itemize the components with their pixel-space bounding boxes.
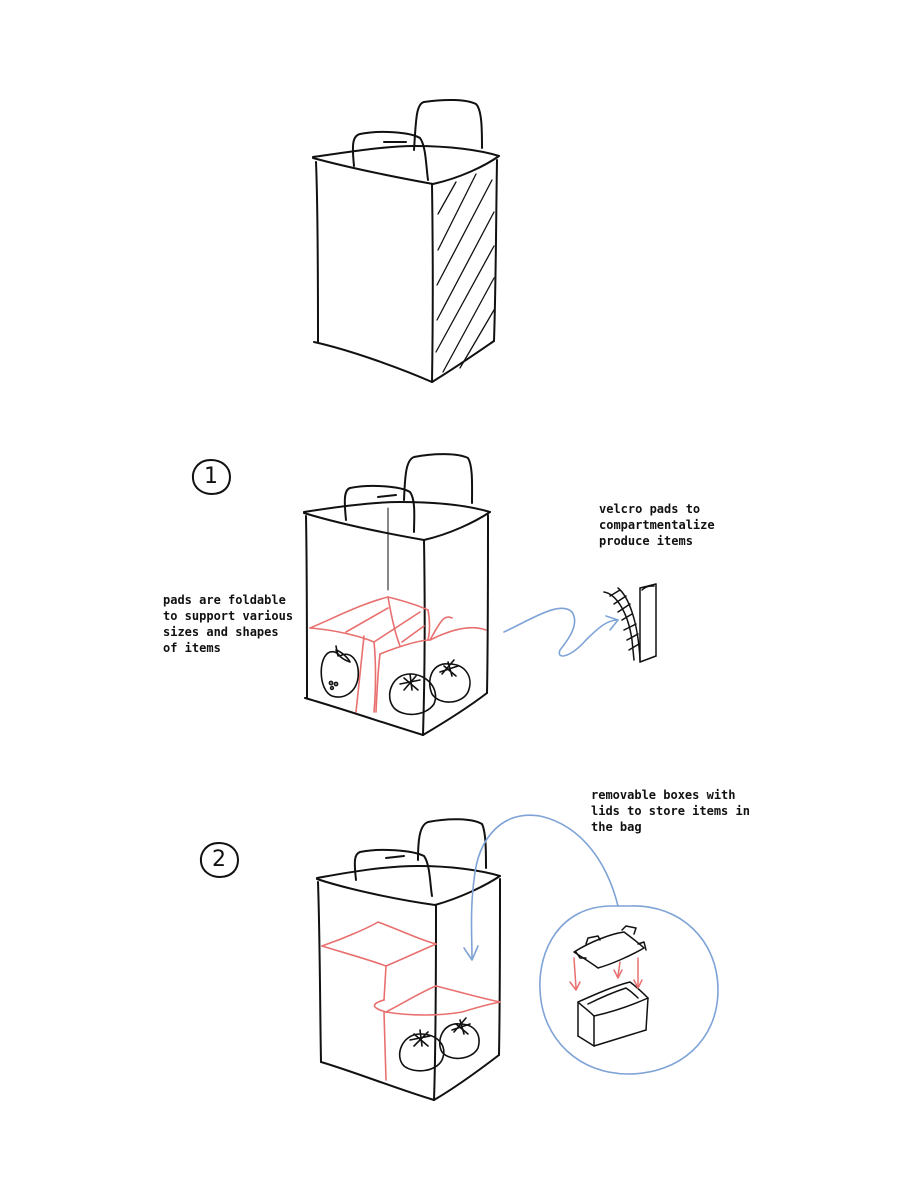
bag-side-hatching bbox=[436, 174, 494, 372]
removable-boxes-note: removable boxes with lids to store items… bbox=[591, 787, 750, 835]
tomato-icon bbox=[400, 1018, 479, 1071]
plain-bag bbox=[313, 100, 499, 382]
foldable-pads-note: pads are foldable to support various siz… bbox=[163, 592, 293, 656]
velcro-pads-note: velcro pads to compartmentalize produce … bbox=[599, 501, 715, 549]
bag-handle-back bbox=[414, 100, 482, 150]
compartment-shelves bbox=[322, 922, 500, 1080]
arrow-box-to-bag bbox=[464, 815, 618, 960]
velcro-pad-icon bbox=[604, 584, 656, 662]
lid-arrows bbox=[570, 958, 642, 990]
tomato-icon bbox=[390, 660, 470, 714]
foldable-pads bbox=[310, 597, 486, 712]
apple-icon bbox=[321, 646, 358, 697]
step-2-number: 2 bbox=[201, 842, 237, 878]
bag-handle-front bbox=[353, 132, 428, 180]
arrow-to-velcro bbox=[504, 608, 618, 656]
bag-with-pads bbox=[304, 454, 490, 735]
step-1-number: 1 bbox=[193, 459, 229, 495]
